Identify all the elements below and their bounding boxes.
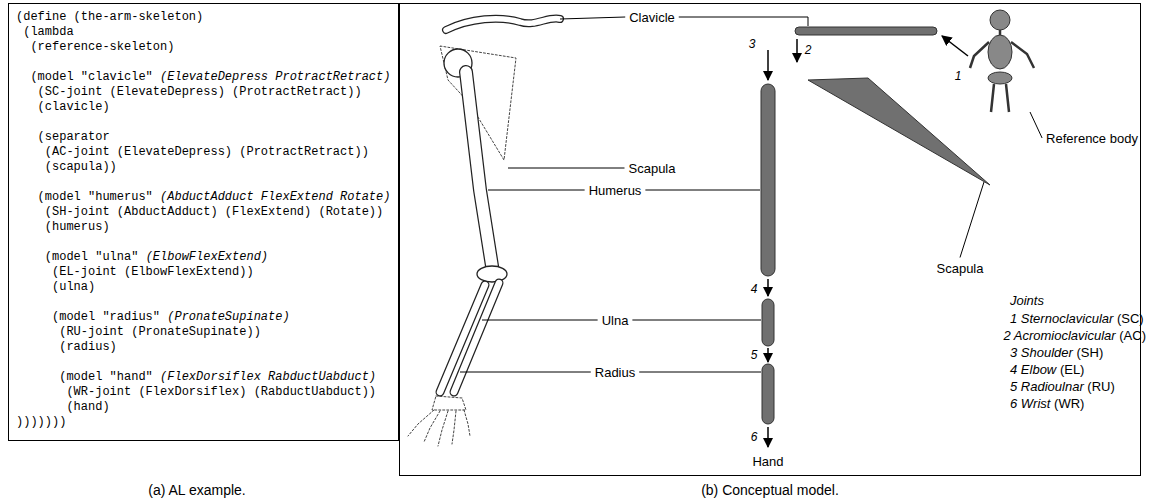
part-label: Ulna	[602, 313, 629, 328]
part-label: Clavicle	[629, 10, 675, 25]
radius-bone	[440, 285, 485, 392]
segment-bars	[761, 27, 990, 424]
leader-line	[482, 320, 598, 321]
code-line: (AC-joint (ElevateDepress) (ProtractRetr…	[16, 145, 391, 160]
legend-heading: Joints	[1010, 293, 1044, 308]
leader-line	[639, 372, 761, 373]
joint-entry: 3 Shoulder (SH)	[1010, 345, 1103, 360]
caption: (a) AL example.	[148, 483, 246, 498]
leader-line	[508, 168, 625, 169]
joint-arrow	[767, 427, 769, 447]
code-line: (scapula))	[16, 160, 391, 175]
code-line: (model "ulna" (ElbowFlexExtend)	[16, 250, 391, 265]
code-line: (humerus)	[16, 220, 391, 235]
joint-entry: 6 Wrist (WR)	[1010, 396, 1084, 411]
leader-line	[1030, 112, 1042, 138]
part-label: Radius	[595, 365, 635, 380]
joint-arrow	[767, 50, 769, 80]
callout-number: 2	[805, 43, 812, 58]
clavicle-bar	[795, 27, 937, 35]
humerus-bone	[466, 72, 492, 266]
part-label: Scapula	[629, 161, 676, 176]
part-label: Scapula	[937, 261, 984, 276]
leader-line	[960, 182, 984, 258]
leader-line	[632, 320, 761, 321]
code-line: )))))))	[16, 415, 391, 430]
code-line: (separator	[16, 130, 391, 145]
arm-bones	[408, 18, 560, 446]
joint-entry: 5 Radioulnar (RU)	[1010, 379, 1115, 394]
part-label: Reference body	[1046, 131, 1138, 146]
code-line: (RU-joint (PronateSupinate))	[16, 325, 391, 340]
part-label: Hand	[752, 454, 783, 469]
leader-line	[679, 17, 808, 26]
clavicle-bone	[446, 18, 560, 30]
panel-frame	[400, 4, 1141, 476]
code-line: (lambda	[16, 25, 391, 40]
code-line: (model "humerus" (AbductAdduct FlexExten…	[16, 190, 391, 205]
leader-line	[488, 190, 585, 191]
elbow-condyle	[477, 266, 507, 282]
code-line: (EL-joint (ElbowFlexExtend))	[16, 265, 391, 280]
code-line: (clavicle)	[16, 100, 391, 115]
code-line: (SH-joint (AbductAdduct) (FlexExtend) (R…	[16, 205, 391, 220]
callout-number: 6	[751, 430, 758, 445]
code-line: (radius)	[16, 340, 391, 355]
leader-line	[645, 190, 760, 191]
part-label: Humerus	[589, 183, 642, 198]
reference-body-figure	[970, 10, 1034, 112]
code-line: (reference-skeleton)	[16, 40, 391, 55]
hand-outline	[408, 396, 470, 446]
callout-number: 5	[751, 348, 758, 363]
joint-entry: 2 Acromioclavicular (AC)	[1003, 328, 1146, 343]
joint-arrow	[767, 279, 769, 296]
joint-arrow	[942, 36, 968, 56]
code-line: (ulna)	[16, 280, 391, 295]
leader-lines	[460, 17, 1042, 372]
scapula-triangle	[808, 78, 990, 185]
joint-arrow	[767, 348, 769, 362]
humerus-bar	[761, 84, 775, 276]
code-line: (model "radius" (PronateSupinate)	[16, 310, 391, 325]
callout-number: 3	[749, 37, 756, 52]
joint-entry: 1 Sternoclavicular (SC)	[1010, 311, 1144, 326]
code-line: (model "hand" (FlexDorsiflex RabductUabd…	[16, 370, 391, 385]
joint-entry: 4 Elbow (EL)	[1010, 362, 1084, 377]
code-line: (hand)	[16, 400, 391, 415]
code-line: (define (the-arm-skeleton)	[16, 10, 391, 25]
leader-line	[460, 372, 591, 373]
caption: (b) Conceptual model.	[701, 483, 839, 498]
callout-number: 4	[751, 282, 758, 297]
ulna-bar	[762, 299, 774, 346]
callout-number: 1	[955, 69, 962, 84]
code-line: (WR-joint (FlexDorsiflex) (RabductUabduc…	[16, 385, 391, 400]
radius-bar	[762, 364, 774, 424]
code-box: (define (the-arm-skeleton) (lambda (refe…	[8, 3, 399, 441]
joint-arrows	[768, 36, 968, 447]
code-line: (SC-joint (ElevateDepress) (ProtractRetr…	[16, 85, 391, 100]
joint-arrow	[796, 39, 798, 62]
leader-line	[560, 17, 625, 19]
code-line: (model "clavicle" (ElevateDepress Protra…	[16, 70, 391, 85]
